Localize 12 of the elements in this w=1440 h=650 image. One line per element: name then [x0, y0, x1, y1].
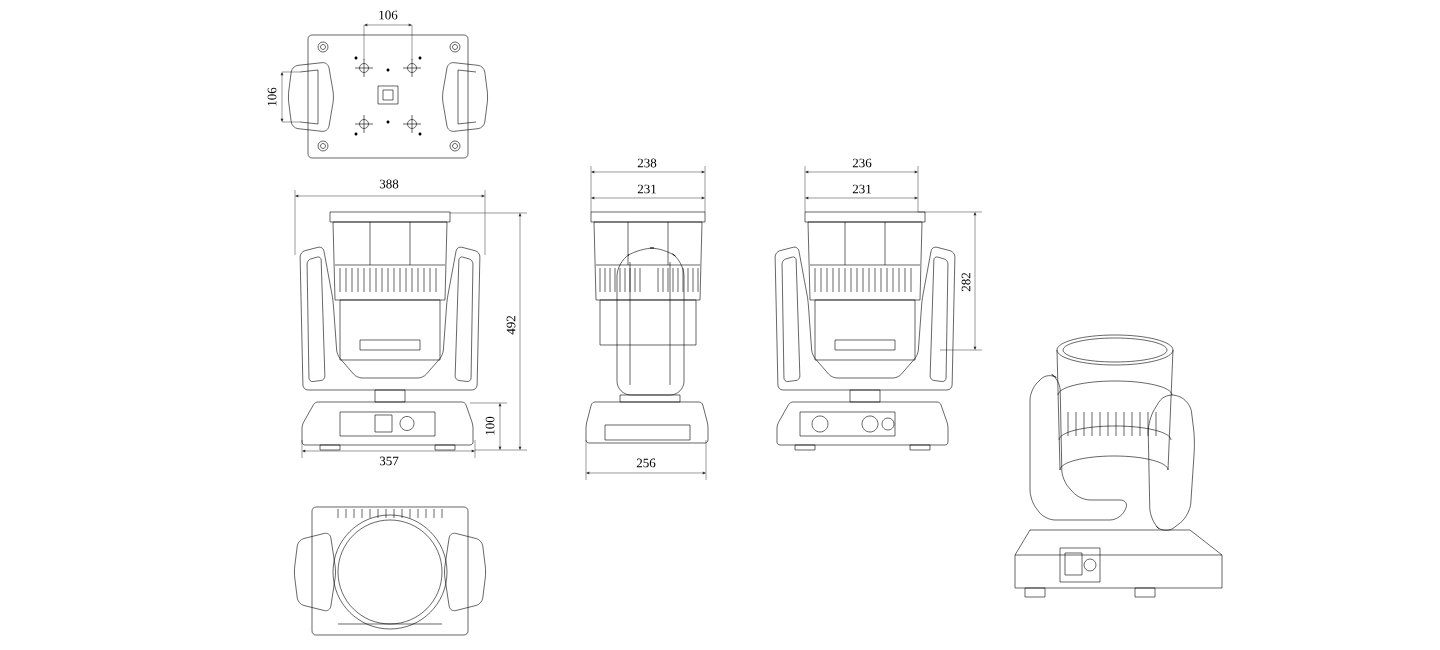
- dimension-label: 231: [852, 184, 871, 194]
- dimension-label: 282: [961, 272, 971, 292]
- dimension-label: 100: [485, 416, 495, 435]
- dimension-label: 238: [637, 158, 657, 168]
- dimension-label: 236: [852, 158, 872, 168]
- dimension-label: 492: [506, 315, 516, 335]
- dimension-label: 357: [379, 456, 399, 466]
- dimension-label: 106: [267, 87, 277, 106]
- dimension-label: 231: [637, 184, 656, 194]
- dimension-label: 256: [636, 458, 656, 468]
- dimension-label: 106: [379, 10, 398, 20]
- dimension-label: 388: [379, 179, 399, 189]
